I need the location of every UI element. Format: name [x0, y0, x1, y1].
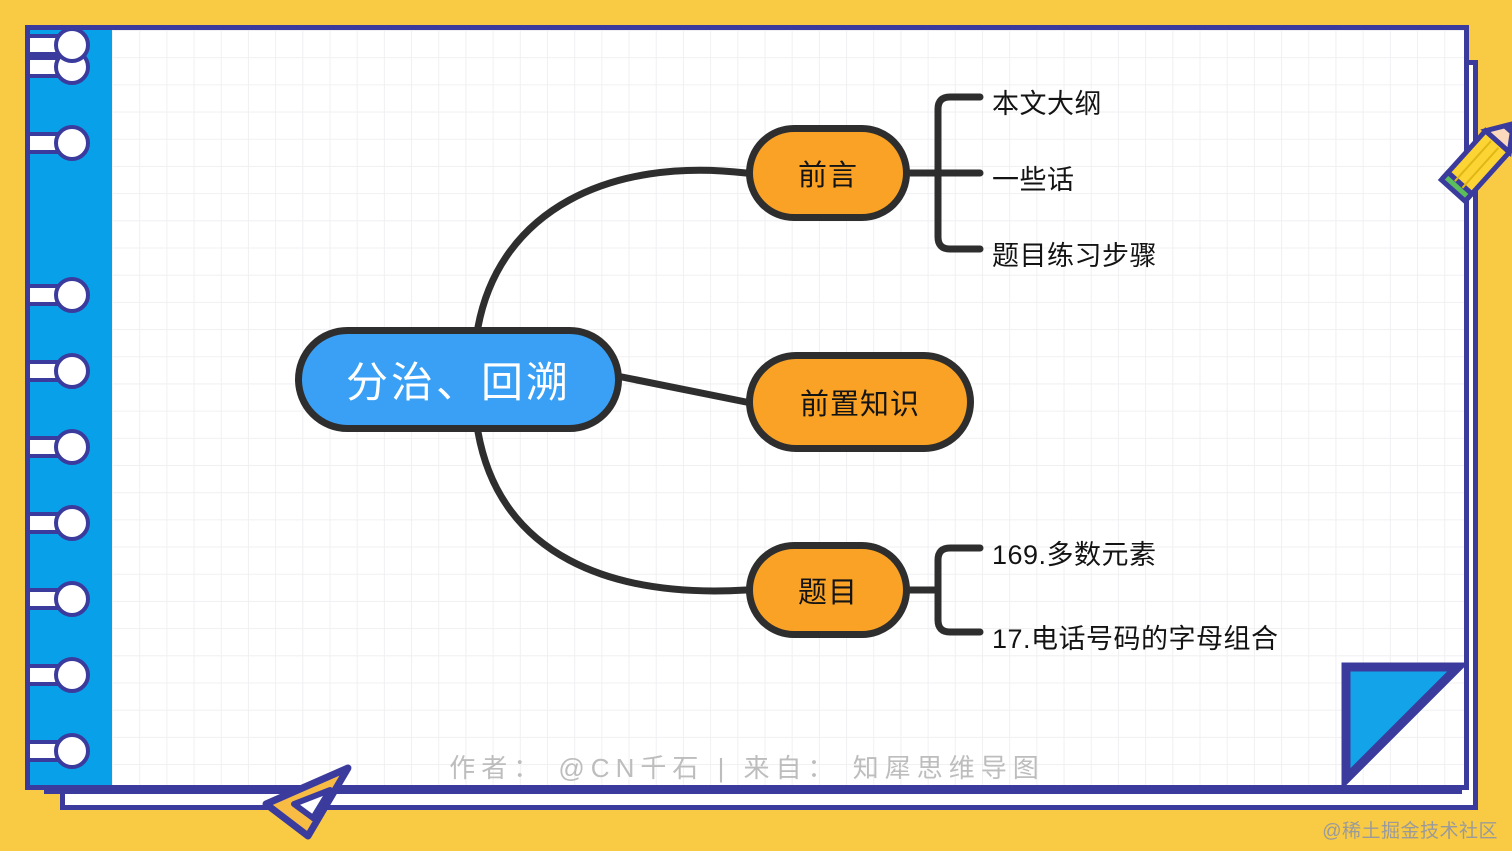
leaf-label-some-words[interactable]: 一些话 — [992, 165, 1075, 195]
leaf-label-practice-steps[interactable]: 题目练习步骤 — [992, 241, 1157, 271]
leaf-label-problem-17[interactable]: 17.电话号码的字母组合 — [992, 624, 1279, 654]
bracket-spine-problems — [934, 544, 984, 636]
leaf-label-outline[interactable]: 本文大纲 — [992, 89, 1102, 119]
mindmap-branch-prereq[interactable]: 前置知识 — [746, 352, 974, 452]
mindmap-root-node[interactable]: 分治、回溯 — [295, 327, 622, 432]
ring-head — [54, 125, 90, 161]
mindmap-branch-preface[interactable]: 前言 — [746, 125, 910, 221]
pencil-icon — [1437, 120, 1512, 205]
connector-root-to-problems — [474, 428, 750, 595]
spiral-ring — [30, 581, 100, 617]
ring-head — [54, 353, 90, 389]
spiral-ring — [30, 505, 100, 541]
watermark-text: @稀土掘金技术社区 — [1322, 821, 1498, 842]
triangle-ruler-icon — [262, 764, 352, 840]
ring-head — [54, 733, 90, 769]
branch-label-prereq: 前置知识 — [799, 389, 920, 421]
page-fold-corner-icon — [1341, 662, 1464, 785]
connector-root-to-prereq — [618, 373, 750, 406]
spiral-ring — [30, 277, 100, 313]
ring-head — [54, 581, 90, 617]
spiral-ring — [30, 353, 100, 389]
ring-head — [54, 30, 90, 63]
notebook-page: 分治、回溯 前言 前置知识 题目 本文大纲 一些话 题目练习步骤 169.多数元… — [25, 25, 1469, 790]
ring-head — [54, 277, 90, 313]
credit-line: 作者： @CN千石 | 来自： 知犀思维导图 — [449, 753, 1045, 783]
branch-label-problems: 题目 — [797, 577, 858, 609]
spiral-ring — [30, 429, 100, 465]
spiral-ring — [30, 30, 100, 63]
ring-head — [54, 505, 90, 541]
spiral-ring — [30, 657, 100, 693]
spiral-ring — [30, 733, 100, 769]
connector-root-to-preface — [474, 166, 750, 331]
spiral-ring — [30, 125, 100, 161]
ring-head — [54, 429, 90, 465]
branch-label-preface: 前言 — [797, 160, 858, 192]
leaf-label-problem-169[interactable]: 169.多数元素 — [992, 540, 1157, 570]
root-node-label: 分治、回溯 — [345, 359, 571, 406]
mindmap-connectors — [474, 93, 984, 636]
ring-head — [54, 657, 90, 693]
mindmap-branch-problems[interactable]: 题目 — [746, 542, 910, 638]
